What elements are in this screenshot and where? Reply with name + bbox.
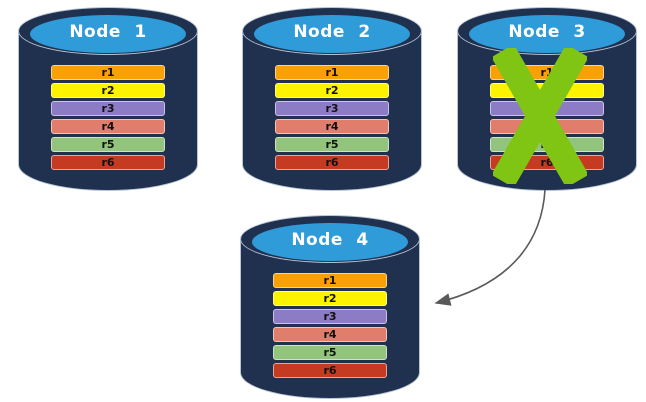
cylinder-top-face <box>252 223 408 261</box>
replica-row: r1 <box>51 65 165 80</box>
failure-x-icon <box>493 48 587 184</box>
replica-row: r4 <box>273 327 387 342</box>
replica-row: r1 <box>275 65 389 80</box>
replica-row: r1 <box>273 273 387 288</box>
replica-row: r4 <box>275 119 389 134</box>
node-3-cylinder: Node 3 r1 r2 r3 r4 r5 r6 <box>457 7 637 191</box>
node-title: Node 4 <box>291 230 369 250</box>
node-1-cylinder: Node 1 r1 r2 r3 r4 r5 r6 <box>18 7 198 191</box>
replica-row: r6 <box>51 155 165 170</box>
replica-row: r4 <box>51 119 165 134</box>
replica-rows: r1 r2 r3 r4 r5 r6 <box>273 273 387 378</box>
node-title: Node 2 <box>293 22 371 42</box>
replica-row: r2 <box>51 83 165 98</box>
node-title: Node 1 <box>69 22 147 42</box>
cylinder-top-face <box>469 15 625 53</box>
replica-row: r5 <box>275 137 389 152</box>
replica-row: r6 <box>273 363 387 378</box>
replica-row: r3 <box>273 309 387 324</box>
replica-row: r2 <box>273 291 387 306</box>
replica-row: r5 <box>273 345 387 360</box>
replica-rows: r1 r2 r3 r4 r5 r6 <box>51 65 165 170</box>
node-2-cylinder: Node 2 r1 r2 r3 r4 r5 r6 <box>242 7 422 191</box>
arrow-curve <box>434 189 546 306</box>
cylinder-top-face <box>30 15 186 53</box>
x-stroke <box>493 48 587 184</box>
replica-row: r5 <box>51 137 165 152</box>
replica-row: r3 <box>51 101 165 116</box>
node-4-cylinder: Node 4 r1 r2 r3 r4 r5 r6 <box>240 215 420 399</box>
replica-row: r2 <box>275 83 389 98</box>
replica-rows: r1 r2 r3 r4 r5 r6 <box>275 65 389 170</box>
replica-row: r3 <box>275 101 389 116</box>
node-title: Node 3 <box>508 22 586 42</box>
replica-row: r6 <box>275 155 389 170</box>
cylinder-top-face <box>254 15 410 53</box>
